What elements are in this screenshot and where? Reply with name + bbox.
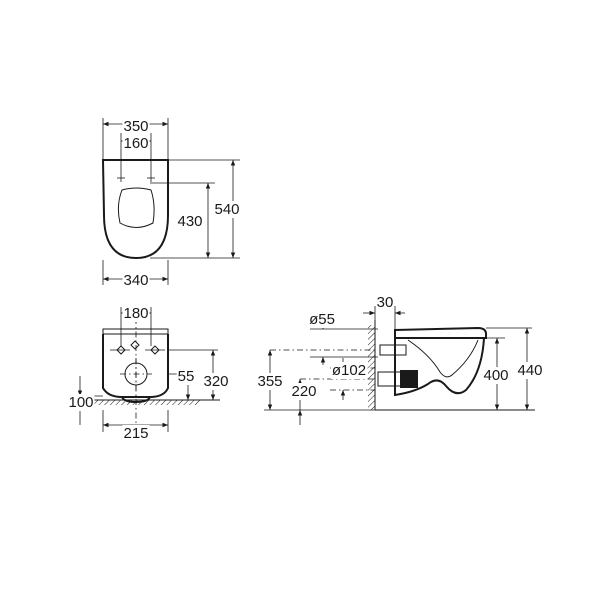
dim-160: 160 — [123, 135, 148, 152]
dim-dia102: ø102 — [332, 362, 366, 379]
label-backdrop — [290, 383, 318, 400]
dim-440: 440 — [517, 362, 542, 379]
front-view-body — [102, 334, 169, 398]
dim-340: 340 — [123, 272, 148, 289]
side-view-outlet-pipe — [377, 371, 403, 387]
label-backdrop — [122, 118, 150, 135]
top-view-seat-opening — [117, 187, 155, 228]
label-backdrop — [375, 294, 395, 311]
front-view: 180 215 55 320 100 — [67, 305, 230, 442]
label-backdrop — [482, 367, 510, 384]
dim-540: 540 — [214, 201, 239, 218]
dim-355: 355 — [257, 373, 282, 390]
front-view-fixing-holes — [110, 340, 165, 355]
dim-30: 30 — [377, 294, 394, 311]
side-view-wall-hatch — [368, 325, 375, 410]
label-backdrop — [176, 368, 196, 385]
dim-350: 350 — [123, 118, 148, 135]
label-backdrop — [122, 135, 150, 152]
dim-215: 215 — [123, 425, 148, 442]
dim-400: 400 — [483, 367, 508, 384]
top-view-fixing-holes — [117, 162, 155, 182]
front-view-rim — [102, 328, 169, 335]
top-view: 350 160 340 430 540 — [101, 118, 241, 289]
label-backdrop — [213, 201, 241, 218]
dim-320: 320 — [203, 373, 228, 390]
dim-dia55: ø55 — [309, 311, 335, 328]
label-backdrop — [122, 305, 150, 322]
label-backdrop — [256, 373, 284, 390]
label-backdrop — [122, 425, 150, 442]
label-backdrop — [202, 373, 230, 390]
side-view-rim — [394, 326, 487, 339]
side-view-bowl — [394, 337, 485, 397]
side-view-inlet-pipe — [379, 344, 407, 356]
label-backdrop — [308, 311, 336, 328]
dim-430: 430 — [177, 213, 202, 230]
top-view-bowl-outline — [101, 159, 169, 260]
label-backdrop — [516, 362, 544, 379]
dim-180: 180 — [123, 305, 148, 322]
dim-55: 55 — [178, 368, 195, 385]
side-view: ø55 30 ø102 355 220 400 440 — [256, 294, 544, 425]
label-backdrop — [176, 213, 204, 230]
label-backdrop — [67, 394, 95, 411]
label-backdrop — [330, 362, 368, 379]
dim-220: 220 — [291, 383, 316, 400]
label-backdrop — [122, 272, 150, 289]
dim-100: 100 — [68, 394, 93, 411]
